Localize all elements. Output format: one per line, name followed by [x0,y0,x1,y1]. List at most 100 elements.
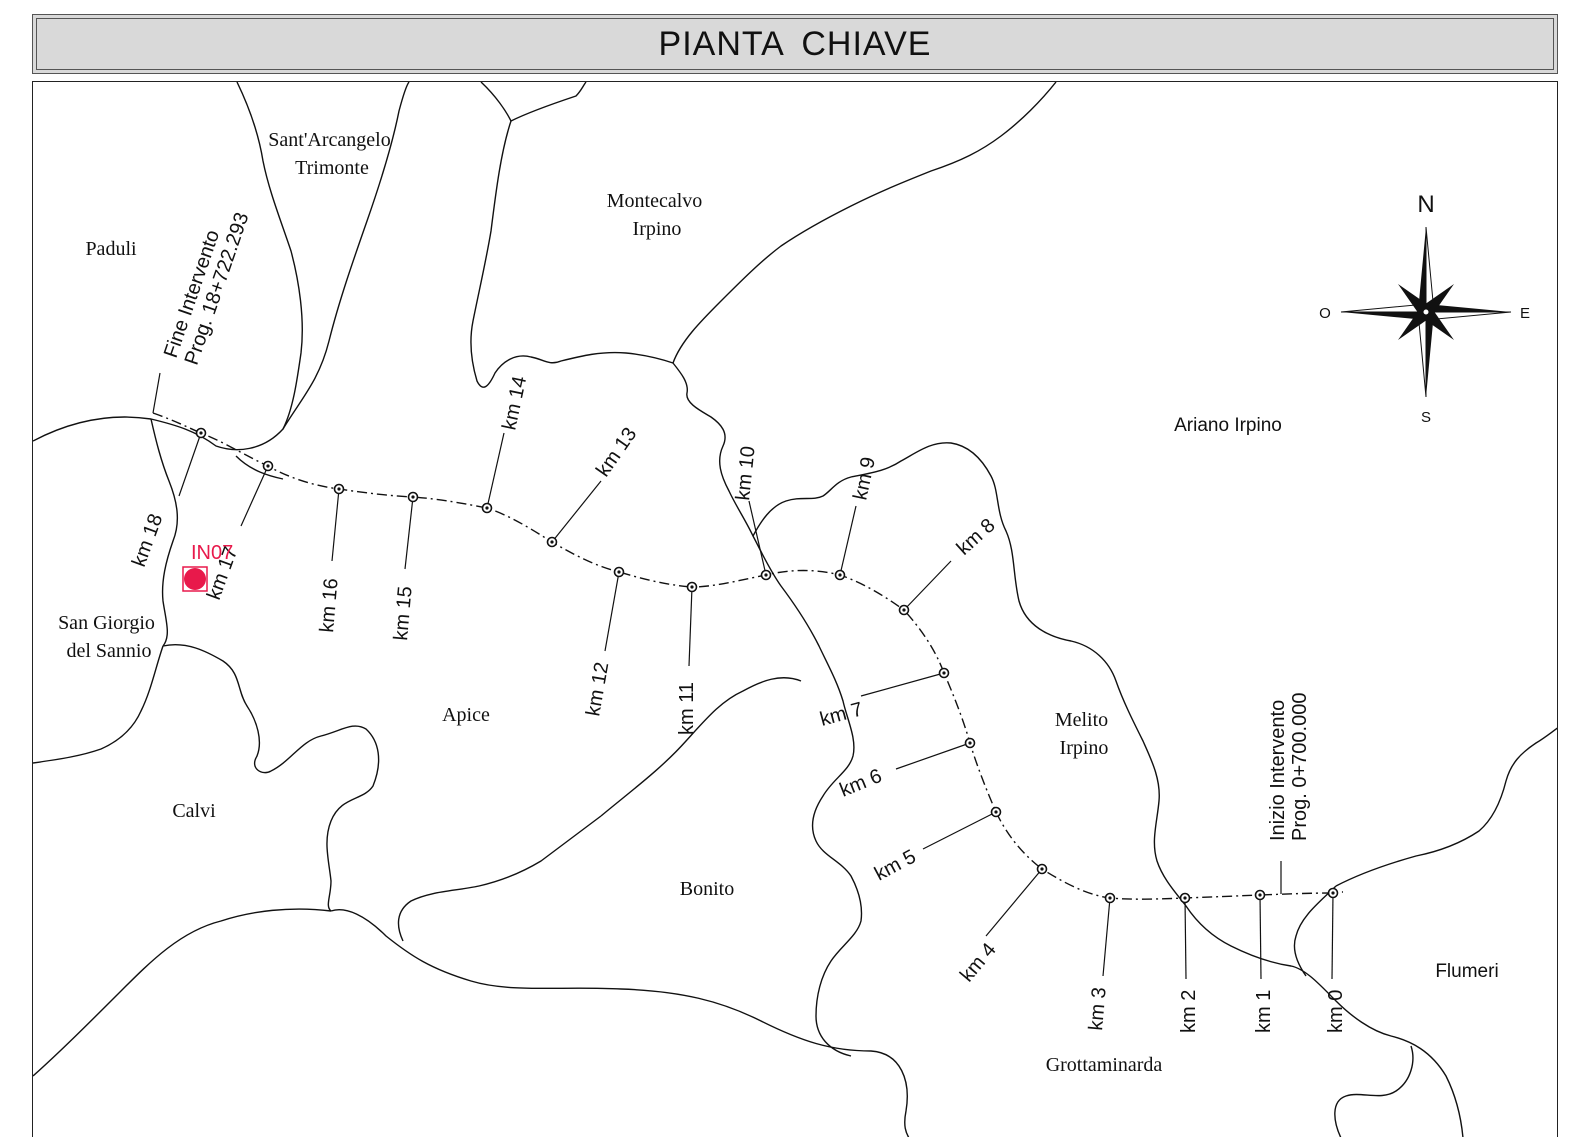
km-label: km 9 [849,455,880,502]
town-labels: Sant'Arcangelo Trimonte Paduli Montecalv… [58,129,1499,1076]
km-station-center [1108,896,1112,900]
route-end-annotation: Fine Intervento Prog. 18+722.293 [152,203,254,414]
km-station-14: km 14 [481,374,531,514]
km-station-center [1183,896,1187,900]
marker-dot [184,568,206,590]
compass-east: E [1520,305,1530,322]
compass-rose: N S E O [1319,191,1530,426]
compass-star-icon [1340,226,1512,398]
km-leader-line [1102,897,1111,977]
km-station-center [1331,891,1335,895]
km-leader-line [895,742,971,770]
km-label: km 16 [316,577,343,633]
km-station-center [266,464,270,468]
km-station-0: km 0 [1325,887,1347,1033]
km-label: km 13 [592,424,641,481]
km-leader-line [688,586,693,667]
svg-text:Fine Intervento Prog.: Fine Intervento Prog. 18+722.293 [160,203,254,368]
compass-north: N [1417,191,1434,218]
km-station-center [550,540,554,544]
town-flumeri: Flumeri [1435,961,1498,982]
km-station-center [690,585,694,589]
km-leader-line [1184,897,1187,980]
km-station-13: km 13 [546,424,641,548]
km-station-17: km 17 [203,460,274,603]
km-station-2: km 2 [1178,892,1200,1033]
km-station-center [199,431,203,435]
km-station-7: km 7 [818,667,950,731]
kilometer-markers: km 0 km 1 km 2 km 3 km 4 km 5 km 6 km 7 km 8 km 9… [128,374,1347,1033]
km-label: km 12 [582,660,613,717]
town-melito: Melito Irpino [1055,709,1113,759]
km-leader-line [1331,892,1334,980]
km-station-center [337,487,341,491]
km-leader-line [860,672,945,697]
km-leader-line [551,480,602,543]
route-start-annotation: Inizio Intervento Prog. 0+700.000 [1267,693,1311,894]
intervention-marker[interactable]: IN07 [182,542,233,592]
km-station-center [1040,867,1044,871]
km-leader-line [922,811,997,850]
km-label: km 7 [818,698,866,730]
km-leader-line [404,496,414,570]
km-station-center [968,741,972,745]
km-station-center [942,671,946,675]
town-calvi: Calvi [172,800,216,822]
km-station-center [617,570,621,574]
km-label: km 15 [390,585,417,641]
town-montecalvo: Montecalvo Irpino [607,190,708,240]
km-station-16: km 16 [316,483,345,633]
km-label: km 10 [732,445,760,501]
km-station-1: km 1 [1253,889,1275,1033]
key-plan-map: km 0 km 1 km 2 km 3 km 4 km 5 km 6 km 7 km 8 km 9… [33,82,1557,1137]
km-station-12: km 12 [582,566,625,718]
route-start-line-1: Inizio Intervento [1267,700,1289,841]
km-label: km 8 [953,514,1000,559]
km-leader-line [903,560,952,611]
km-station-center [485,506,489,510]
km-station-8: km 8 [898,514,1000,616]
km-label: km 3 [1085,986,1111,1031]
svg-text:Inizio Intervento Prog: Inizio Intervento Prog. 0+700.000 [1267,693,1311,841]
map-frame: km 0 km 1 km 2 km 3 km 4 km 5 km 6 km 7 km 8 km 9… [32,81,1558,1137]
route-start-line-2: Prog. 0+700.000 [1289,693,1311,841]
km-label: km 0 [1325,990,1347,1033]
km-station-4: km 4 [956,863,1048,986]
km-station-center [994,810,998,814]
km-label: km 1 [1253,990,1275,1033]
km-leader-line [604,571,620,652]
km-station-center [838,573,842,577]
km-leader-line [178,432,202,497]
km-leader-line [486,432,505,509]
marker-frame [182,566,208,592]
km-station-11: km 11 [676,581,698,735]
km-label: km 14 [498,374,531,432]
km-label: km 11 [676,682,698,735]
town-apice: Apice [442,704,490,726]
town-san-giorgio: San Giorgio del Sannio [58,612,160,662]
km-leader-line [985,868,1043,937]
km-station-9: km 9 [834,455,880,581]
km-station-center [902,608,906,612]
km-station-3: km 3 [1085,892,1116,1031]
km-leader-line [240,465,269,527]
compass-south: S [1421,409,1431,426]
km-label: km 5 [871,846,920,886]
km-label: km 2 [1178,990,1200,1033]
km-station-center [764,573,768,577]
km-station-5: km 5 [871,806,1002,886]
km-station-center [411,495,415,499]
compass-west: O [1319,305,1331,322]
town-ariano: Ariano Irpino [1174,415,1282,436]
km-leader-line [1259,894,1262,980]
km-station-center [1258,893,1262,897]
map-title: PIANTA CHIAVE [32,14,1558,74]
km-leader-line [839,505,857,576]
km-leader-line [748,500,767,576]
town-paduli: Paduli [85,238,137,260]
km-leader-line [331,488,340,562]
km-station-6: km 6 [837,737,976,802]
town-bonito: Bonito [680,878,734,900]
town-sant-arcangelo: Sant'Arcangelo Trimonte [268,129,395,179]
municipal-boundaries [33,82,1557,1137]
